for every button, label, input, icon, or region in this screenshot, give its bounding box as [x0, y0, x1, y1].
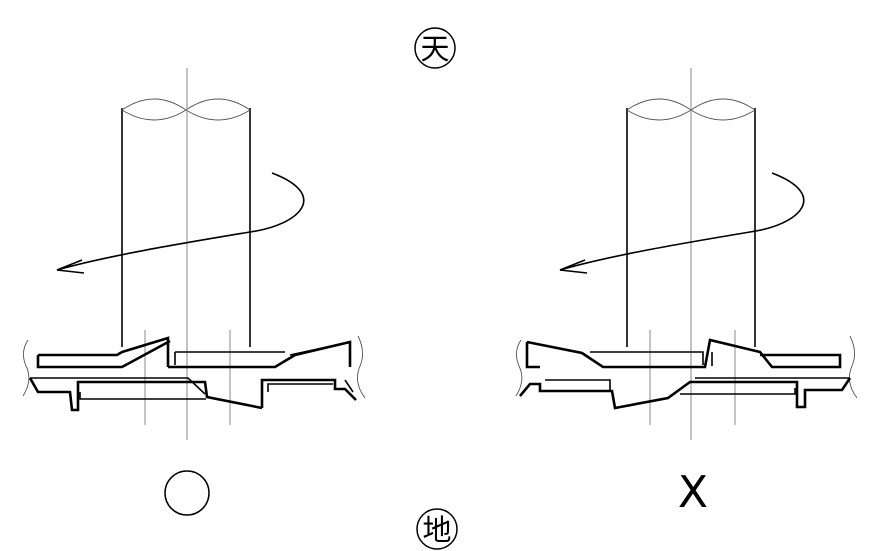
top-label: 天 [414, 27, 456, 69]
right-lower-plate [519, 377, 852, 410]
correct-mark [164, 470, 210, 516]
right-rotation-arrow [559, 172, 805, 274]
left-upper-plate [36, 336, 352, 369]
left-shaft [121, 98, 251, 347]
wrong-mark: X [678, 467, 708, 518]
right-assembly-wrong: X [515, 68, 858, 518]
top-label-text: 天 [420, 32, 449, 66]
left-lower-plate [28, 377, 357, 412]
left-assembly-correct [22, 68, 366, 516]
bottom-label-text: 地 [422, 513, 451, 547]
left-rotation-arrow [56, 172, 305, 274]
right-upper-plate [525, 338, 842, 369]
bottom-label: 地 [416, 508, 458, 550]
